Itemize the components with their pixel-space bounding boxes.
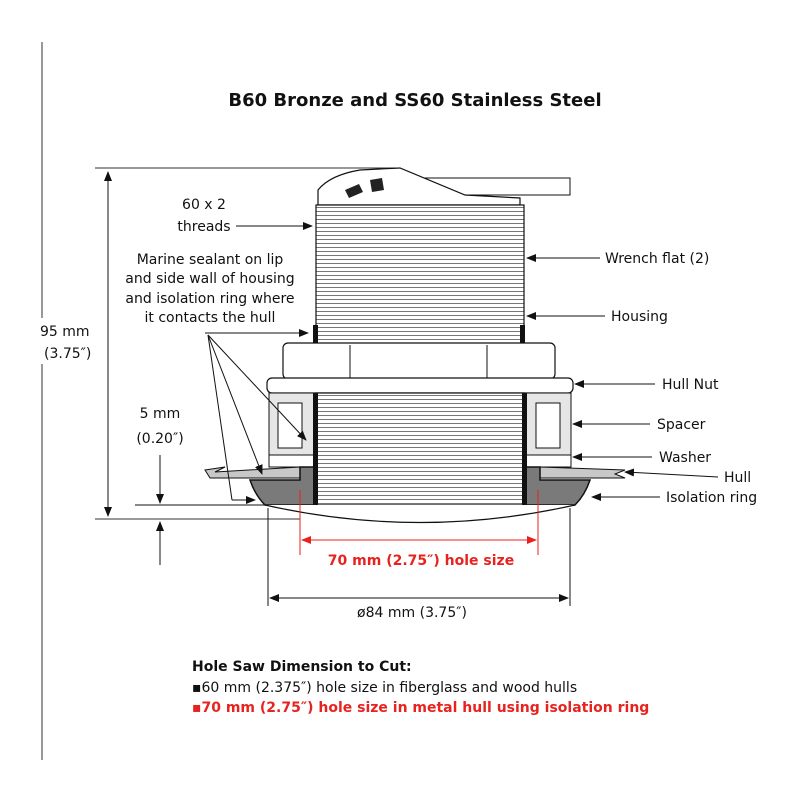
isolation-ring-right xyxy=(523,466,592,506)
leader-lines xyxy=(205,222,719,504)
sealant-line-1: Marine sealant on lip xyxy=(137,252,284,268)
wrench-flat-label: Wrench flat (2) xyxy=(605,251,709,267)
notes-heading: Hole Saw Dimension to Cut: xyxy=(192,659,412,675)
hull-nut-hex xyxy=(282,342,556,380)
height-mm-label: 95 mm xyxy=(40,324,90,340)
sealant-line-4: it contacts the hull xyxy=(145,310,276,326)
housing-top xyxy=(317,167,521,206)
height-in-label: (3.75″) xyxy=(44,346,91,362)
diameter-dimension xyxy=(267,508,571,606)
isolation-ring-label: Isolation ring xyxy=(666,490,757,506)
washer-label: Washer xyxy=(659,450,711,466)
threads-label-1: 60 x 2 xyxy=(182,197,226,213)
washer-left xyxy=(268,454,315,468)
housing-label: Housing xyxy=(611,309,668,325)
hull-left xyxy=(204,466,301,479)
diameter-label: ø84 mm (3.75″) xyxy=(357,605,467,621)
housing-lower-threads xyxy=(315,392,525,506)
height-dimension xyxy=(95,167,400,520)
threads-label-2: threads xyxy=(177,219,230,235)
washer-right xyxy=(525,454,572,468)
note-item-fiberglass: ▪60 mm (2.375″) hole size in fiberglass … xyxy=(192,680,577,696)
diagram-title: B60 Bronze and SS60 Stainless Steel xyxy=(228,90,601,111)
lip-dimension xyxy=(135,455,265,565)
hole-size-dimension xyxy=(299,490,539,555)
hull-nut-label: Hull Nut xyxy=(662,377,719,393)
sealant-line-2: and side wall of housing xyxy=(125,271,294,287)
hull-right xyxy=(539,466,626,479)
lip-mm-label: 5 mm xyxy=(140,406,181,422)
hole-size-label: 70 mm (2.75″) hole size xyxy=(328,553,514,569)
sealant-line-3: and isolation ring where xyxy=(125,291,294,307)
housing-lip xyxy=(264,504,576,524)
hull-label: Hull xyxy=(724,470,751,486)
lip-in-label: (0.20″) xyxy=(136,431,183,447)
housing-threads xyxy=(315,204,525,346)
logo-marks xyxy=(345,178,384,198)
hull-nut-flange xyxy=(266,377,574,394)
note-item-metal: ▪70 mm (2.75″) hole size in metal hull u… xyxy=(192,700,649,716)
spacer-label: Spacer xyxy=(657,417,706,433)
